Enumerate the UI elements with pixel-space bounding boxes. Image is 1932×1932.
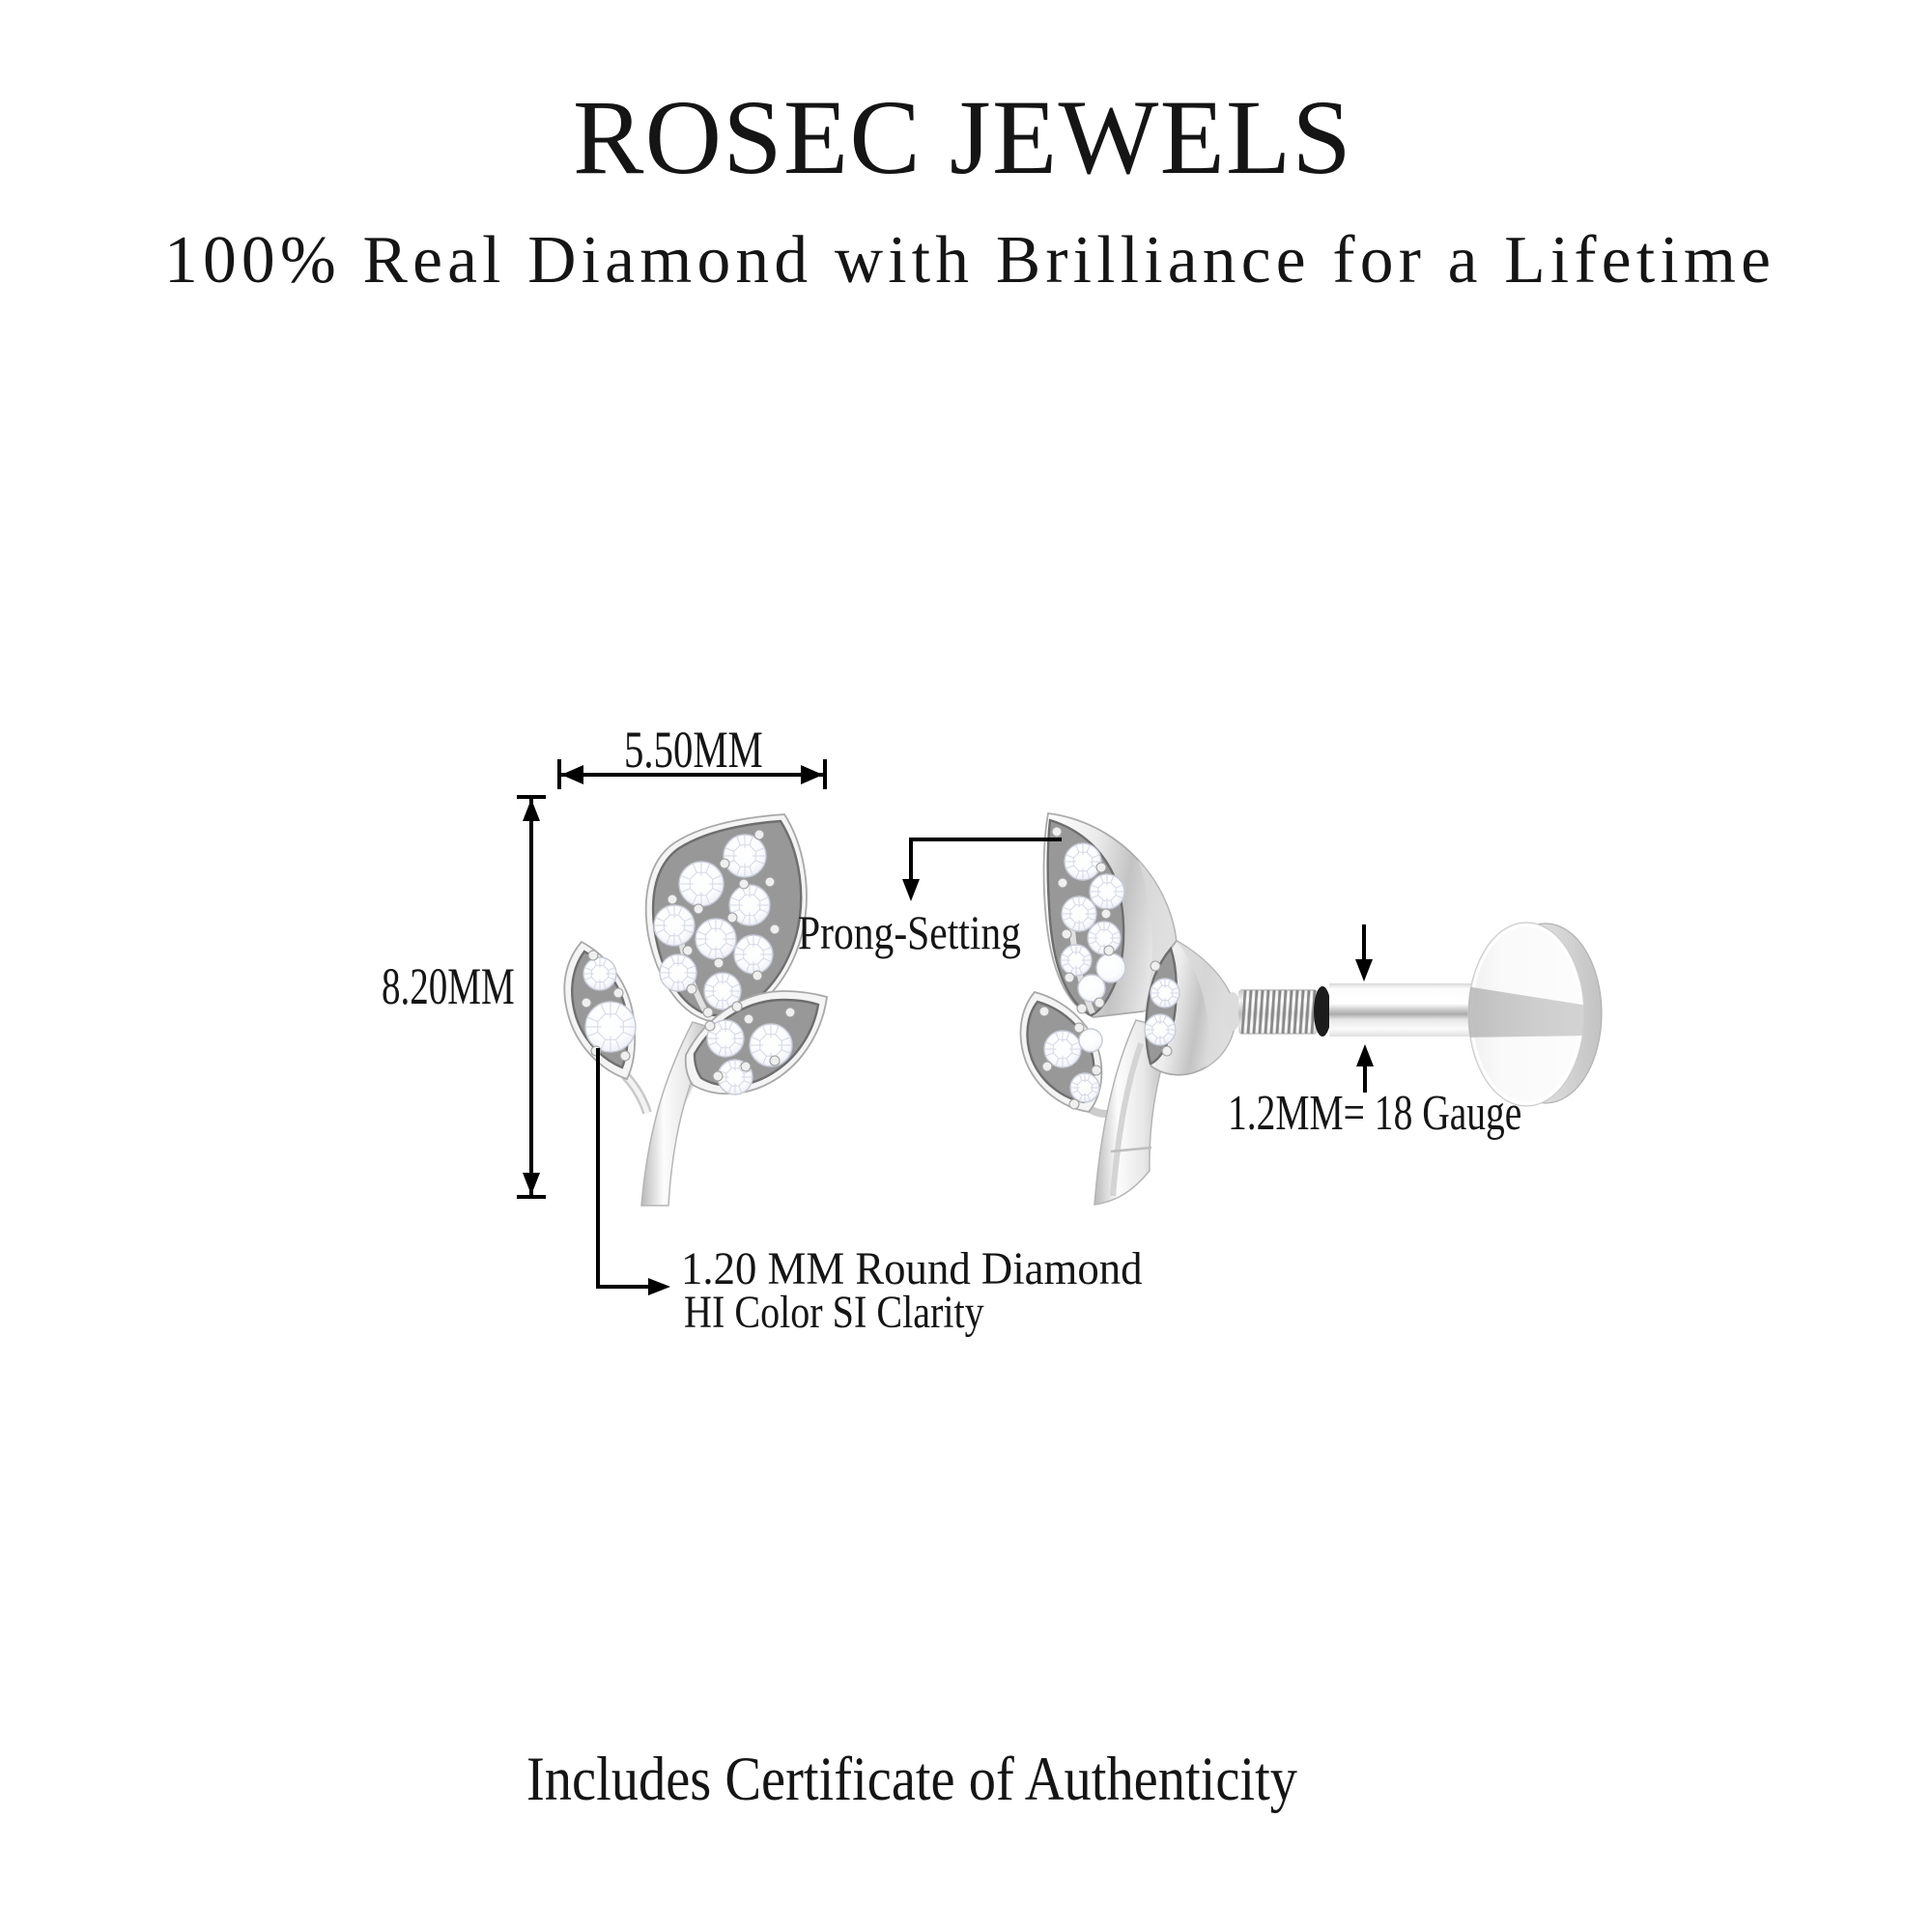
svg-text:Prong-Setting: Prong-Setting bbox=[798, 905, 1021, 958]
svg-text:5.50MM: 5.50MM bbox=[624, 722, 763, 780]
svg-text:100% Real Diamond with Brillia: 100% Real Diamond with Brilliance for a … bbox=[164, 223, 1776, 298]
svg-text:1.20 MM Round Diamond: 1.20 MM Round Diamond bbox=[681, 1244, 1142, 1295]
svg-text:1.2MM= 18 Gauge: 1.2MM= 18 Gauge bbox=[1228, 1085, 1521, 1140]
svg-text:ROSEC JEWELS: ROSEC JEWELS bbox=[573, 78, 1352, 196]
svg-text:Includes Certificate of Authen: Includes Certificate of Authenticity bbox=[526, 1745, 1298, 1814]
svg-text:HI Color SI Clarity: HI Color SI Clarity bbox=[684, 1287, 984, 1338]
svg-text:8.20MM: 8.20MM bbox=[382, 958, 515, 1016]
